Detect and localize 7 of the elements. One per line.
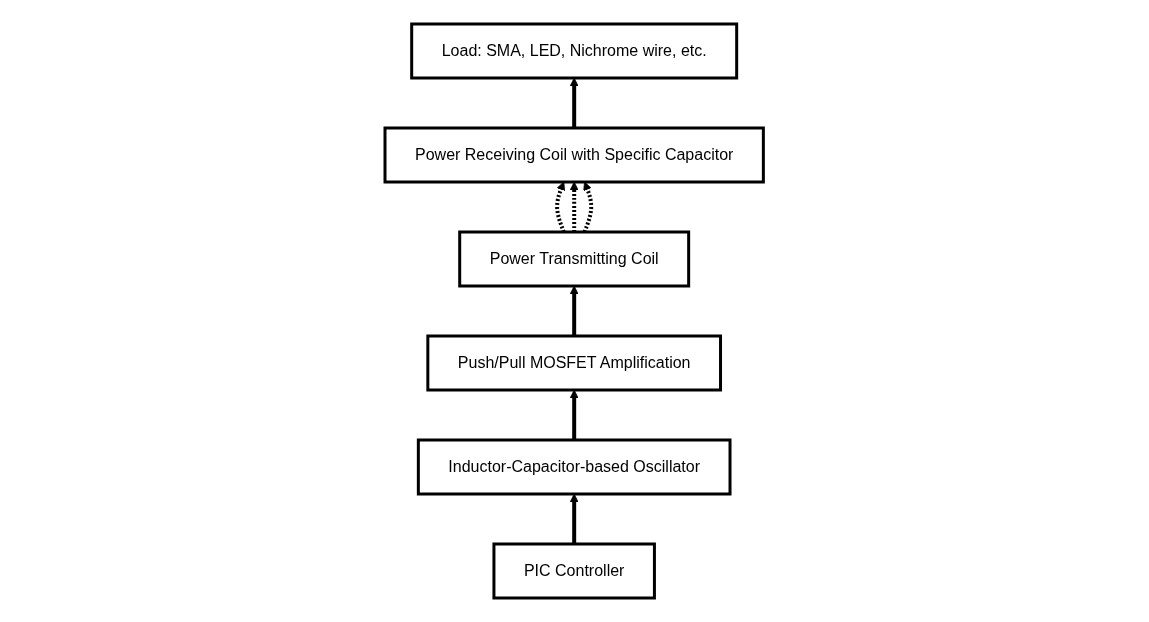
node-box: Push/Pull MOSFET Amplification [426, 334, 723, 392]
node-box: Load: SMA, LED, Nichrome wire, etc. [410, 22, 739, 80]
node-box: Power Receiving Coil with Specific Capacitor [383, 126, 766, 184]
node-box: PIC Controller [492, 542, 657, 600]
node-box: Power Transmitting Coil [458, 230, 691, 288]
arrow [570, 181, 579, 232]
node-box: Inductor-Capacitor-based Oscillator [417, 438, 732, 496]
